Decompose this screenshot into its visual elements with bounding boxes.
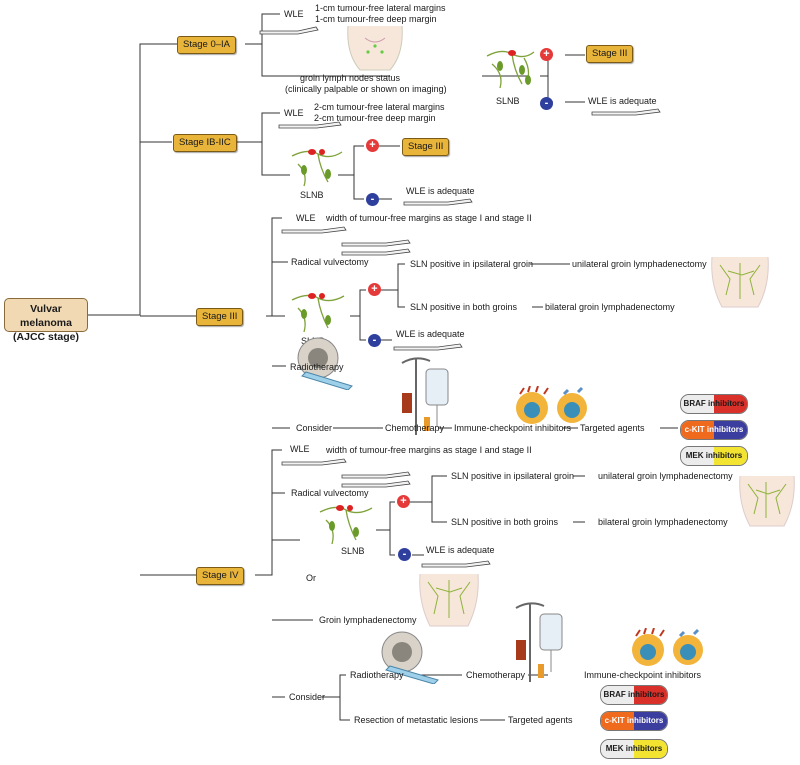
consider-text: Consider	[289, 692, 326, 702]
wle-margin-text: width of tumour-free margins as stage I …	[326, 213, 532, 223]
lymph-node-icon	[291, 149, 343, 187]
iv-drip-icon	[401, 357, 449, 435]
wle-margin-text: width of tumour-free margins as stage I …	[326, 445, 532, 455]
groin-status-subtext: (clinically palpable or shown on imaging…	[285, 84, 447, 94]
scalpel-icon	[281, 458, 347, 466]
negative-sign-icon: -	[366, 193, 379, 206]
resection-text: Resection of metastatic lesions	[354, 715, 479, 725]
wle-adequate-text: WLE is adequate	[406, 186, 475, 196]
immune-cells-icon	[516, 386, 587, 424]
positive-sign-icon: +	[368, 283, 381, 296]
stage-iv-node: Stage IV	[196, 567, 245, 585]
braf-pill: BRAF inhibitors	[680, 394, 748, 414]
lateral-margin-text: 1-cm tumour-free lateral margins	[315, 3, 446, 13]
lymph-node-icon	[291, 293, 345, 333]
consider-text: Consider	[296, 423, 333, 433]
deep-margin-text: 2-cm tumour-free deep margin	[314, 113, 436, 123]
braf-label: BRAF inhibitors	[603, 690, 665, 699]
radiotherapy-text: Radiotherapy	[290, 362, 344, 372]
scalpel-icon	[403, 198, 473, 206]
unilateral-lymphadenectomy-text: unilateral groin lymphadenectomy	[572, 259, 707, 269]
immune-checkpoint-text: Immune-checkpoint inhibitors	[454, 423, 572, 433]
wle-adequate-text: WLE is adequate	[588, 96, 657, 106]
slnb-label: SLNB	[341, 546, 365, 556]
negative-sign-icon: -	[540, 97, 553, 110]
stage-0-ia-node: Stage 0–IA	[177, 36, 237, 54]
root-title: Vulvar melanoma	[20, 303, 72, 329]
stage-iii-result: Stage III	[402, 138, 450, 156]
mek-label: MEK inhibitors	[605, 744, 663, 753]
wle-adequate-text: WLE is adequate	[426, 545, 495, 555]
wle-label: WLE	[290, 444, 310, 454]
bilateral-lymphadenectomy-text: bilateral groin lymphadenectomy	[545, 302, 675, 312]
lymph-node-icon	[486, 50, 535, 89]
radiotherapy-machine-icon	[297, 337, 353, 390]
radical-vulvectomy-text: Radical vulvectomy	[291, 488, 369, 498]
groin-anatomy-icon	[419, 573, 479, 627]
positive-sign-icon: +	[366, 139, 379, 152]
scalpel-icon	[591, 108, 661, 116]
ckit-label: c-KIT inhibitors	[684, 425, 744, 434]
sln-both-groins-text: SLN positive in both groins	[451, 517, 559, 527]
immune-cells-icon	[632, 628, 703, 666]
negative-sign-icon: -	[368, 334, 381, 347]
groin-status-text: groin lymph nodes status	[300, 73, 401, 83]
or-text: Or	[306, 573, 316, 583]
radiotherapy-machine-icon	[381, 631, 439, 684]
radical-vulvectomy-text: Radical vulvectomy	[291, 257, 369, 267]
scalpel-icon	[278, 121, 342, 129]
braf-label: BRAF inhibitors	[683, 399, 745, 408]
iv-drip-icon	[515, 602, 563, 682]
wle-label: WLE	[284, 9, 304, 19]
slnb-label: SLNB	[496, 96, 520, 106]
scalpel-icon	[281, 226, 347, 234]
stage-iii-result: Stage III	[586, 45, 634, 63]
targeted-agents-text: Targeted agents	[508, 715, 573, 725]
slnb-label: SLNB	[300, 190, 324, 200]
groin-anatomy-icon	[739, 475, 795, 527]
braf-pill: BRAF inhibitors	[600, 685, 668, 705]
pelvis-body-icon	[347, 25, 403, 71]
sln-ipsilateral-text: SLN positive in ipsilateral groin	[410, 259, 534, 269]
groin-anatomy-icon	[711, 256, 769, 308]
immune-checkpoint-text: Immune-checkpoint inhibitors	[584, 670, 702, 680]
scalpel-icon	[393, 343, 463, 351]
radiotherapy-text: Radiotherapy	[350, 670, 404, 680]
ckit-pill: c-KIT inhibitors	[680, 420, 748, 440]
mek-label: MEK inhibitors	[685, 451, 743, 460]
positive-sign-icon: +	[540, 48, 553, 61]
scalpel-pair-icon	[341, 239, 411, 256]
mek-pill: MEK inhibitors	[600, 739, 668, 759]
mek-pill: MEK inhibitors	[680, 446, 748, 466]
scalpel-icon	[421, 560, 491, 568]
sln-both-groins-text: SLN positive in both groins	[410, 302, 518, 312]
ckit-pill: c-KIT inhibitors	[600, 711, 668, 731]
lymph-node-icon	[319, 505, 373, 545]
deep-margin-text: 1-cm tumour-free deep margin	[315, 14, 437, 24]
targeted-agents-text: Targeted agents	[580, 423, 645, 433]
chemotherapy-text: Chemotherapy	[466, 670, 526, 680]
wle-label: WLE	[296, 213, 316, 223]
bilateral-lymphadenectomy-text: bilateral groin lymphadenectomy	[598, 517, 728, 527]
scalpel-pair-icon	[341, 471, 411, 488]
positive-sign-icon: +	[397, 495, 410, 508]
negative-sign-icon: -	[398, 548, 411, 561]
wle-label: WLE	[284, 108, 304, 118]
root-node: Vulvar melanoma (AJCC stage)	[4, 298, 88, 343]
unilateral-lymphadenectomy-text: unilateral groin lymphadenectomy	[598, 471, 733, 481]
lateral-margin-text: 2-cm tumour-free lateral margins	[314, 102, 445, 112]
scalpel-icon	[259, 26, 319, 35]
stage-iii-node: Stage III	[196, 308, 244, 326]
root-subtitle: (AJCC stage)	[13, 331, 79, 343]
chemotherapy-text: Chemotherapy	[385, 423, 445, 433]
ckit-label: c-KIT inhibitors	[604, 716, 664, 725]
groin-lymphadenectomy-text: Groin lymphadenectomy	[319, 615, 417, 625]
sln-ipsilateral-text: SLN positive in ipsilateral groin	[451, 471, 575, 481]
wle-adequate-text: WLE is adequate	[396, 329, 465, 339]
stage-ib-iic-node: Stage IB-IIC	[173, 134, 237, 152]
